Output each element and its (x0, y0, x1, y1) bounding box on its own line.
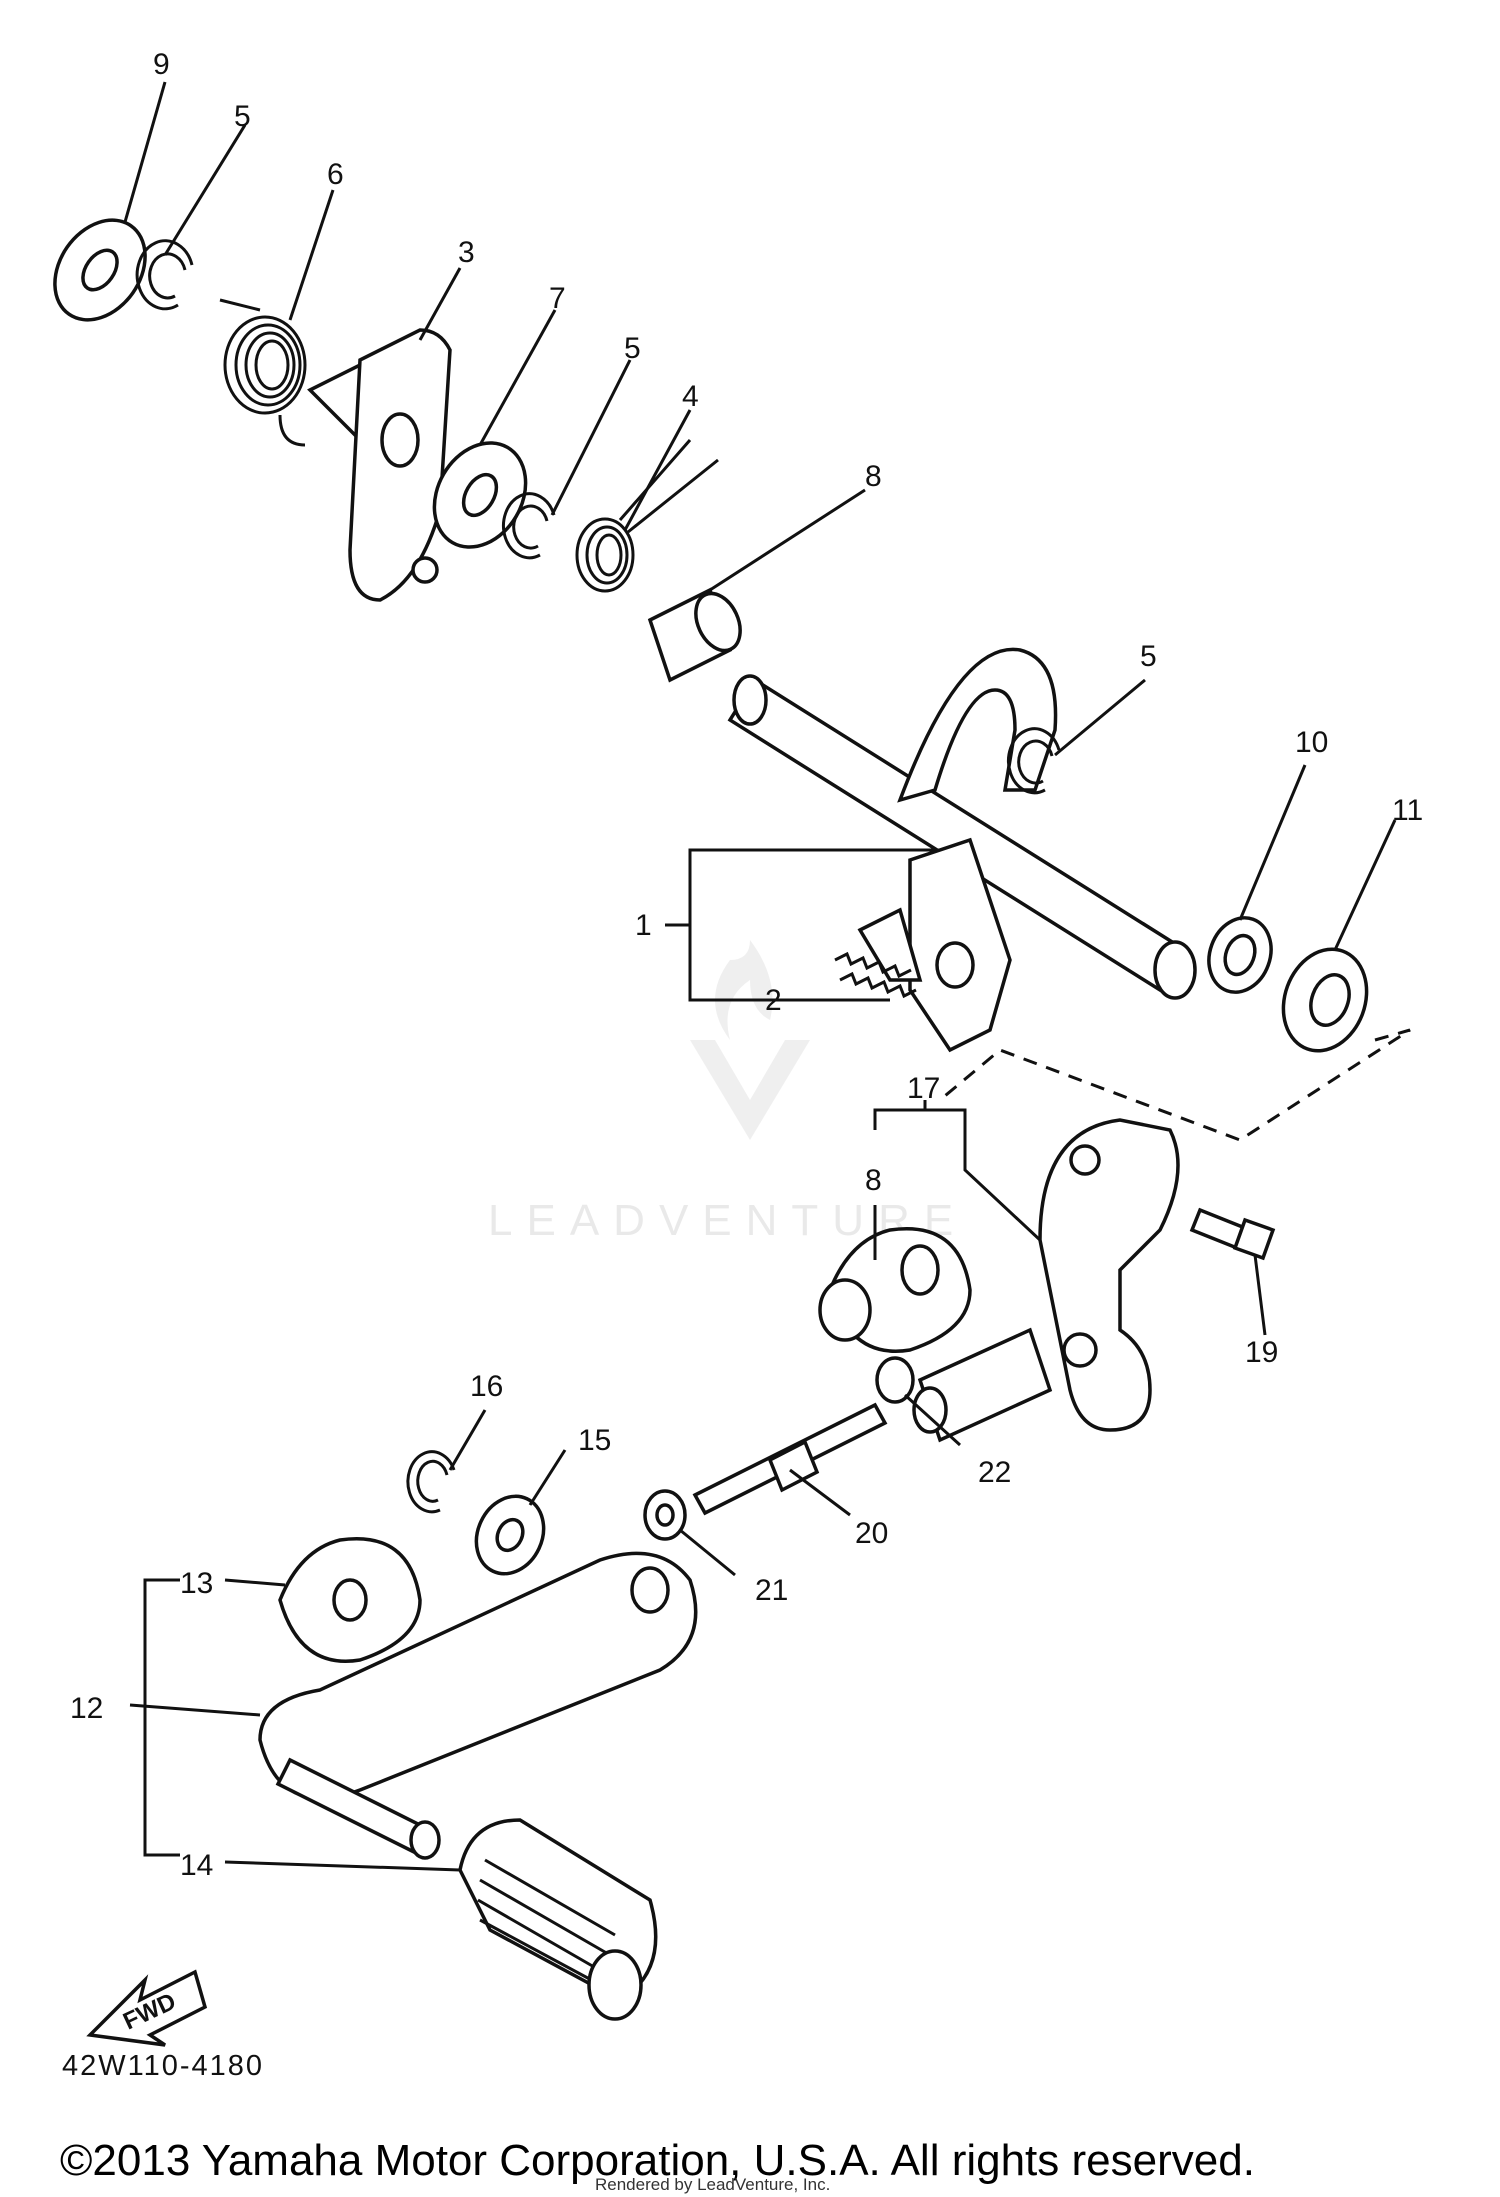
leader-lines (123, 81, 1397, 1872)
label-part-21: 21 (755, 1574, 788, 1607)
part-8-rod-end (818, 1227, 972, 1353)
part-10-washer (1207, 916, 1273, 994)
part-14-pedal-rubber (458, 1818, 658, 2021)
copyright-notice: ©2013 Yamaha Motor Corporation, U.S.A. A… (60, 2136, 1255, 2185)
label-part-12: 12 (70, 1692, 103, 1725)
part-13-rod-end (278, 1537, 422, 1663)
part-5-circlip-a (135, 239, 194, 311)
label-part-2: 2 (765, 984, 782, 1017)
label-part-15: 15 (578, 1424, 611, 1457)
label-part-11: 11 (1392, 794, 1423, 827)
part-6-torsion-spring (219, 298, 307, 447)
part-3-shift-arm (307, 328, 452, 602)
part-5-circlip-c (1007, 727, 1061, 795)
part-16-circlip (406, 1450, 456, 1514)
part-22-nut (875, 1356, 915, 1404)
part-21-nut (643, 1489, 687, 1541)
label-part-1: 1 (635, 909, 652, 942)
diagram-code: 42W110-4180 (62, 2050, 264, 2082)
label-part-9: 9 (153, 48, 170, 81)
part-4-spring (575, 439, 719, 593)
label-part-3: 3 (458, 236, 475, 269)
label-part-5-b: 5 (624, 332, 641, 365)
part-15-washer (474, 1494, 546, 1576)
label-part-17: 17 (907, 1072, 940, 1105)
label-part-6: 6 (327, 158, 344, 191)
rendered-by-credit: Rendered by LeadVenture, Inc. (595, 2175, 830, 2194)
part-2-spring (834, 951, 917, 999)
part-9-washer (53, 218, 147, 322)
label-part-16: 16 (470, 1370, 503, 1403)
leadventure-watermark: LEADVENTURE (488, 940, 953, 1245)
label-part-22: 22 (978, 1456, 1011, 1489)
label-part-19: 19 (1245, 1336, 1278, 1369)
part-17-shift-lever-assy (912, 1118, 1180, 1443)
part-8-collar (647, 587, 742, 683)
install-path-dashed (939, 1028, 1411, 1142)
part-5-circlip-b (502, 492, 556, 560)
part-12-shift-pedal (258, 1551, 698, 1860)
label-part-8-b: 8 (865, 1164, 882, 1197)
label-part-5-c: 5 (1140, 640, 1157, 673)
label-part-10: 10 (1295, 726, 1328, 759)
label-part-13: 13 (180, 1567, 213, 1600)
part-19-bolt (1189, 1207, 1276, 1261)
part-1-shift-shaft (727, 647, 1197, 1053)
label-part-20: 20 (855, 1517, 888, 1550)
label-part-14: 14 (180, 1849, 213, 1882)
label-part-4: 4 (682, 380, 699, 413)
label-part-7: 7 (549, 282, 566, 315)
part-number-labels: 9 5 6 3 7 5 4 8 5 10 11 1 2 17 8 19 16 1… (70, 48, 1423, 1882)
label-part-8-a: 8 (865, 460, 882, 493)
label-part-5-a: 5 (234, 100, 251, 133)
fwd-arrow-icon: FWD (86, 1969, 208, 2047)
part-11-oil-seal (1281, 947, 1369, 1053)
part-20-rod (692, 1402, 888, 1516)
